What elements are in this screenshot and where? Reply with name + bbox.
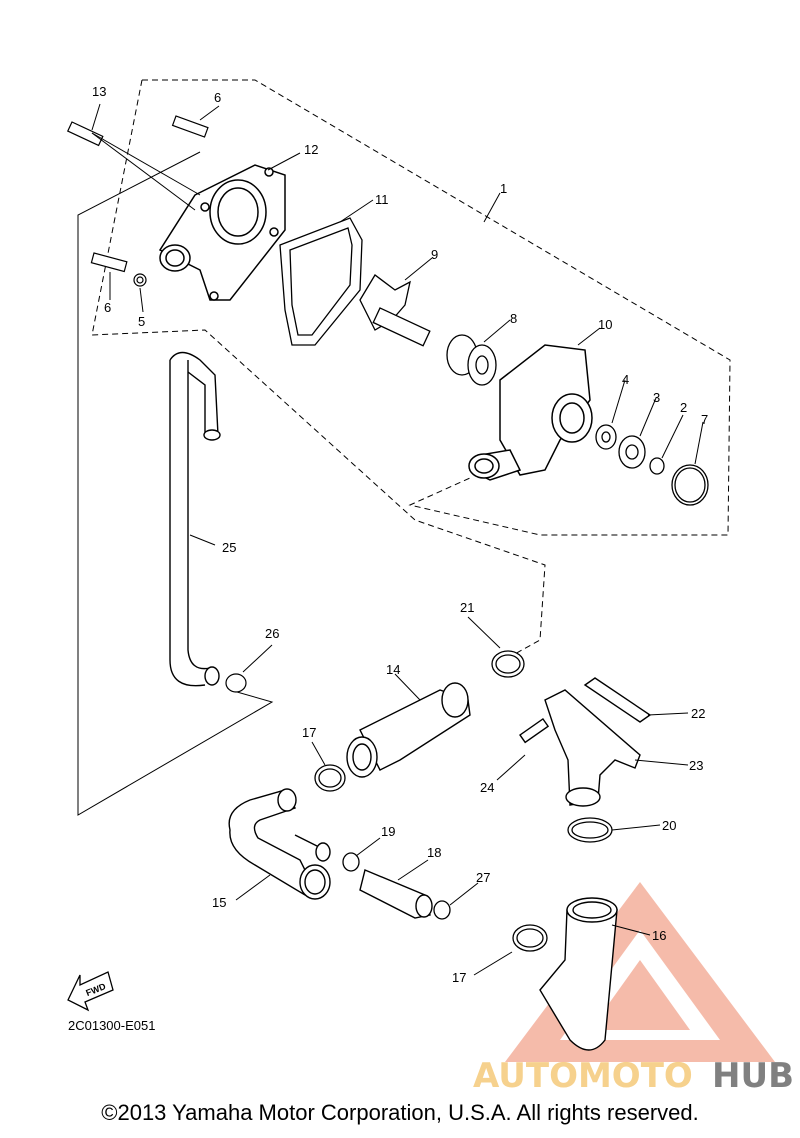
callout-26: 26 xyxy=(265,626,279,641)
callout-1: 1 xyxy=(500,181,507,196)
callout-4: 4 xyxy=(622,372,629,387)
gasket xyxy=(279,217,363,346)
drawing-code: 2C01300-E051 xyxy=(68,1018,156,1033)
leader-lines xyxy=(91,103,704,976)
callout-20: 20 xyxy=(662,818,676,833)
callout-2: 2 xyxy=(680,400,687,415)
thermostat-housing xyxy=(519,677,652,807)
callout-27: 27 xyxy=(476,870,490,885)
pump-housing xyxy=(468,344,593,481)
callout-13: 13 xyxy=(92,84,106,99)
callout-8: 8 xyxy=(510,311,517,326)
callout-5: 5 xyxy=(138,314,145,329)
pipe-25 xyxy=(169,351,221,687)
watermark-logo xyxy=(505,882,775,1062)
callout-6-top: 6 xyxy=(214,90,221,105)
pipe-15 xyxy=(228,788,331,900)
callout-10: 10 xyxy=(598,317,612,332)
hose-14 xyxy=(346,682,471,778)
callout-7: 7 xyxy=(701,412,708,427)
pump-cover xyxy=(158,164,286,301)
clamps xyxy=(314,650,613,952)
callout-21: 21 xyxy=(460,600,474,615)
callout-15: 15 xyxy=(212,895,226,910)
hose-group-outline xyxy=(77,151,274,816)
callout-16: 16 xyxy=(652,928,666,943)
watermark-part2: HUB xyxy=(712,1056,794,1096)
callout-17-bottom: 17 xyxy=(452,970,466,985)
callout-3: 3 xyxy=(653,390,660,405)
callout-25: 25 xyxy=(222,540,236,555)
callout-23: 23 xyxy=(689,758,703,773)
callout-6-bottom: 6 xyxy=(104,300,111,315)
fwd-arrow-icon: FWD xyxy=(67,971,114,1012)
watermark-text: AUTOMOTO HUB xyxy=(473,1056,794,1096)
copyright-notice: ©2013 Yamaha Motor Corporation, U.S.A. A… xyxy=(101,1100,699,1125)
callout-17-top: 17 xyxy=(302,725,316,740)
watermark-part1: AUTOMOTO xyxy=(473,1056,693,1096)
callout-numbers: 1 2 3 4 5 6 6 7 8 9 10 11 12 13 14 15 16… xyxy=(92,84,708,985)
callout-22: 22 xyxy=(691,706,705,721)
callout-11: 11 xyxy=(375,192,389,207)
callout-9: 9 xyxy=(431,247,438,262)
impeller xyxy=(359,274,431,347)
callout-18: 18 xyxy=(427,845,441,860)
callout-12: 12 xyxy=(304,142,318,157)
pipe-16 xyxy=(539,897,618,1051)
callout-14: 14 xyxy=(386,662,400,677)
mechanical-seal xyxy=(446,334,497,386)
callout-24: 24 xyxy=(480,780,494,795)
callout-19: 19 xyxy=(381,824,395,839)
assembly-outline xyxy=(91,79,731,666)
bolts xyxy=(66,115,209,287)
bearings xyxy=(595,424,709,506)
hose-18 xyxy=(359,869,433,919)
clamp-26 xyxy=(225,673,247,693)
